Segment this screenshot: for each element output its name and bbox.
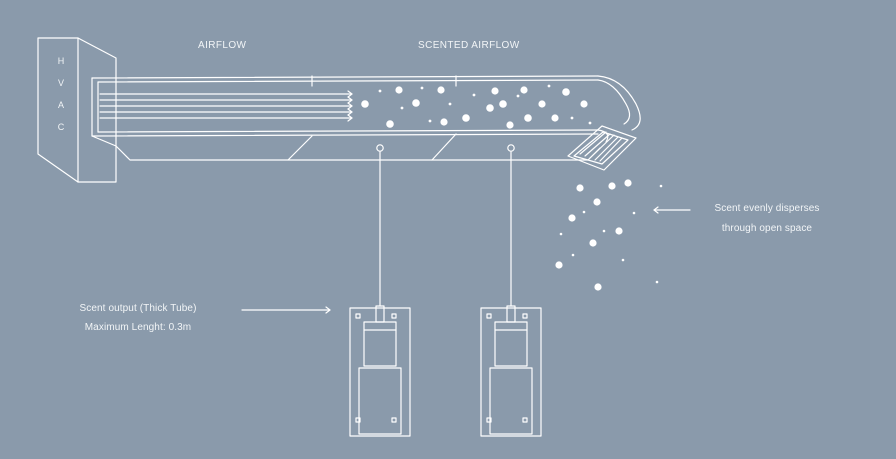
hvac-letter-v: V: [57, 78, 64, 88]
hvac-letter-c: C: [57, 122, 65, 132]
scent-device-1: [349, 305, 411, 437]
scent-output-pointer-arrow: [325, 306, 331, 314]
scent-particles-dispersed: [555, 179, 663, 291]
air-duct: [91, 75, 641, 161]
scent-output-label-line1: Scent output (Thick Tube): [79, 303, 197, 314]
disperse-pointer-arrow: [653, 206, 659, 214]
disperse-label-line2: through open space: [721, 223, 813, 234]
scent-particles-in-duct: [361, 84, 592, 129]
hvac-letter-h: H: [57, 56, 65, 66]
disperse-label-line1: Scent evenly disperses: [714, 203, 820, 214]
tube-connector-2: [507, 144, 515, 307]
scent-output-label-line2: Maximum Lenght: 0.3m: [84, 322, 192, 333]
airflow-label: AIRFLOW: [198, 40, 247, 51]
scent-device-2: [480, 305, 542, 437]
scented-airflow-label: SCENTED AIRFLOW: [418, 40, 520, 51]
hvac-letter-a: A: [57, 100, 64, 110]
hvac-unit: [37, 37, 117, 183]
tube-connector-1: [376, 144, 384, 307]
airflow-arrows: [99, 90, 353, 122]
diffuser-grille: [567, 125, 637, 171]
